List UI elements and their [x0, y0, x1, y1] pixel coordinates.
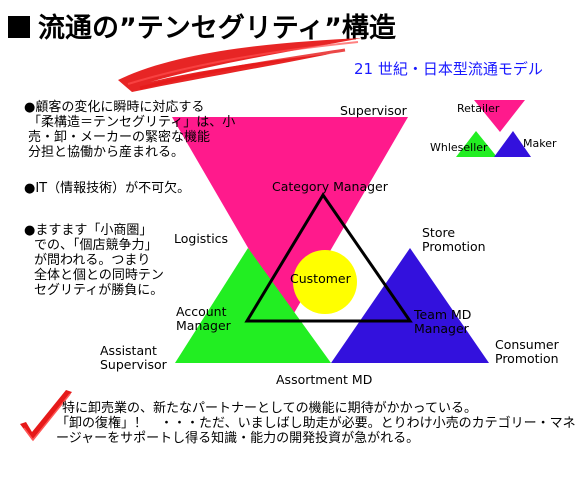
label-assistant-supervisor: Assistant Supervisor	[100, 343, 167, 372]
label-store-promotion: Store Promotion	[422, 225, 486, 254]
retailer-triangle	[172, 117, 408, 320]
legend-maker-triangle	[494, 131, 531, 157]
label-category-manager: Category Manager	[272, 179, 388, 194]
wholesaler-triangle	[175, 248, 331, 363]
label-assortment-md: Assortment MD	[276, 372, 373, 387]
legend-maker-label: Maker	[523, 137, 557, 150]
bullet-it: ●IT（情報技術）が不可欠。	[24, 181, 191, 196]
label-customer: Customer	[290, 271, 351, 286]
legend-wholesaler-label: Whleseller	[430, 141, 488, 154]
legend-wholesaler-triangle	[456, 131, 497, 157]
square-bullet-icon	[8, 16, 30, 38]
slide-title: 流通の”テンセグリティ”構造	[8, 6, 396, 45]
customer-circle	[293, 250, 357, 314]
label-logistics: Logistics	[174, 231, 229, 246]
bullet-collaboration: ●顧客の変化に瞬時に対応する 「柔構造＝テンセグリティ」は、小 売・卸・メーカー…	[24, 100, 236, 160]
legend-retailer-label: Retailer	[457, 102, 500, 115]
title-text: 流通の”テンセグリティ”構造	[38, 13, 396, 44]
legend-retailer-triangle	[474, 100, 525, 132]
subtitle: 21 世紀・日本型流通モデル	[354, 60, 543, 78]
red-checkmark-icon	[20, 390, 72, 440]
maker-triangle	[331, 248, 489, 363]
label-consumer-promotion: Consumer Promotion	[495, 337, 559, 366]
label-team-md-manager: Team MD Manager	[414, 307, 472, 336]
label-supervisor: Supervisor	[340, 103, 407, 118]
bullet-small-trade-area: ●ますます「小商圏」 での、「個店競争力」 が問われる。つまり 全体と個との同時…	[24, 223, 164, 298]
bottom-note: 特に卸売業の、新たなパートナーとしての機能に期待がかかっている。 「卸の復権」！…	[56, 401, 576, 446]
tensegrity-frame-triangle	[244, 192, 413, 323]
label-account-manager: Account Manager	[176, 304, 231, 333]
